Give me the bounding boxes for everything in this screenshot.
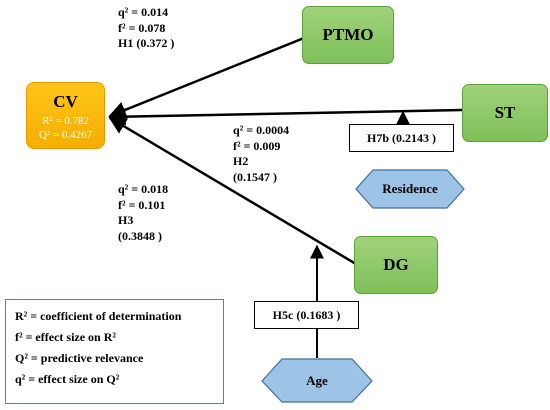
cv-title: CV [53, 91, 78, 111]
h3-stats: q² = 0.018 f² = 0.101 H3 (0.3848 ) [118, 182, 168, 244]
h3-q2: q² = 0.018 [118, 182, 169, 196]
h2-stats: q² = 0.0004 f² = 0.009 H2 (0.1547 ) [233, 123, 289, 185]
legend-r2: R² = coefficient of determination [15, 309, 182, 323]
h5c-box: H5c (0.1683 ) [254, 301, 359, 329]
residence-label: Residence [382, 181, 438, 196]
legend-f2: f² = effect size on R² [15, 330, 116, 344]
h1-q2: q² = 0.014 [118, 5, 169, 19]
st-node: ST [462, 84, 548, 142]
h3-f2: f² = 0.101 [118, 197, 166, 212]
h2-f2: f² = 0.009 [233, 138, 281, 153]
h1-label: H1 (0.372 ) [118, 36, 175, 50]
h3-coefficient: (0.3848 ) [118, 228, 162, 243]
legend-q2: q² = effect size on Q² [15, 372, 120, 386]
ptmo-node: PTMO [302, 6, 394, 64]
h1-stats: q² = 0.014 f² = 0.078 H1 (0.372 ) [118, 5, 174, 52]
dg-node: DG [354, 236, 438, 294]
cv-node: CV R² = 0.782 Q² = 0.4267 [26, 82, 105, 149]
residence-hexagon [355, 169, 465, 209]
legend-Q2: Q² = predictive relevance [15, 351, 144, 365]
legend: R² = coefficient of determination f² = e… [5, 299, 224, 404]
age-label: Age [306, 372, 328, 388]
h3-label: H3 [118, 213, 134, 227]
cv-r2: R² = 0.782 [41, 114, 90, 127]
path-h1-line [108, 36, 305, 119]
age-hexagon [261, 358, 373, 403]
h2-coefficient: (0.1547 ) [233, 169, 277, 184]
path-h3-line [108, 116, 357, 266]
h1-f2: f² = 0.078 [118, 20, 166, 35]
cv-q2: Q² = 0.4267 [38, 128, 93, 141]
h7b-box: H7b (0.2143 ) [349, 124, 454, 152]
path-h2-line [108, 107, 463, 126]
h2-q2: q² = 0.0004 [233, 123, 290, 137]
h2-label: H2 [233, 154, 249, 168]
